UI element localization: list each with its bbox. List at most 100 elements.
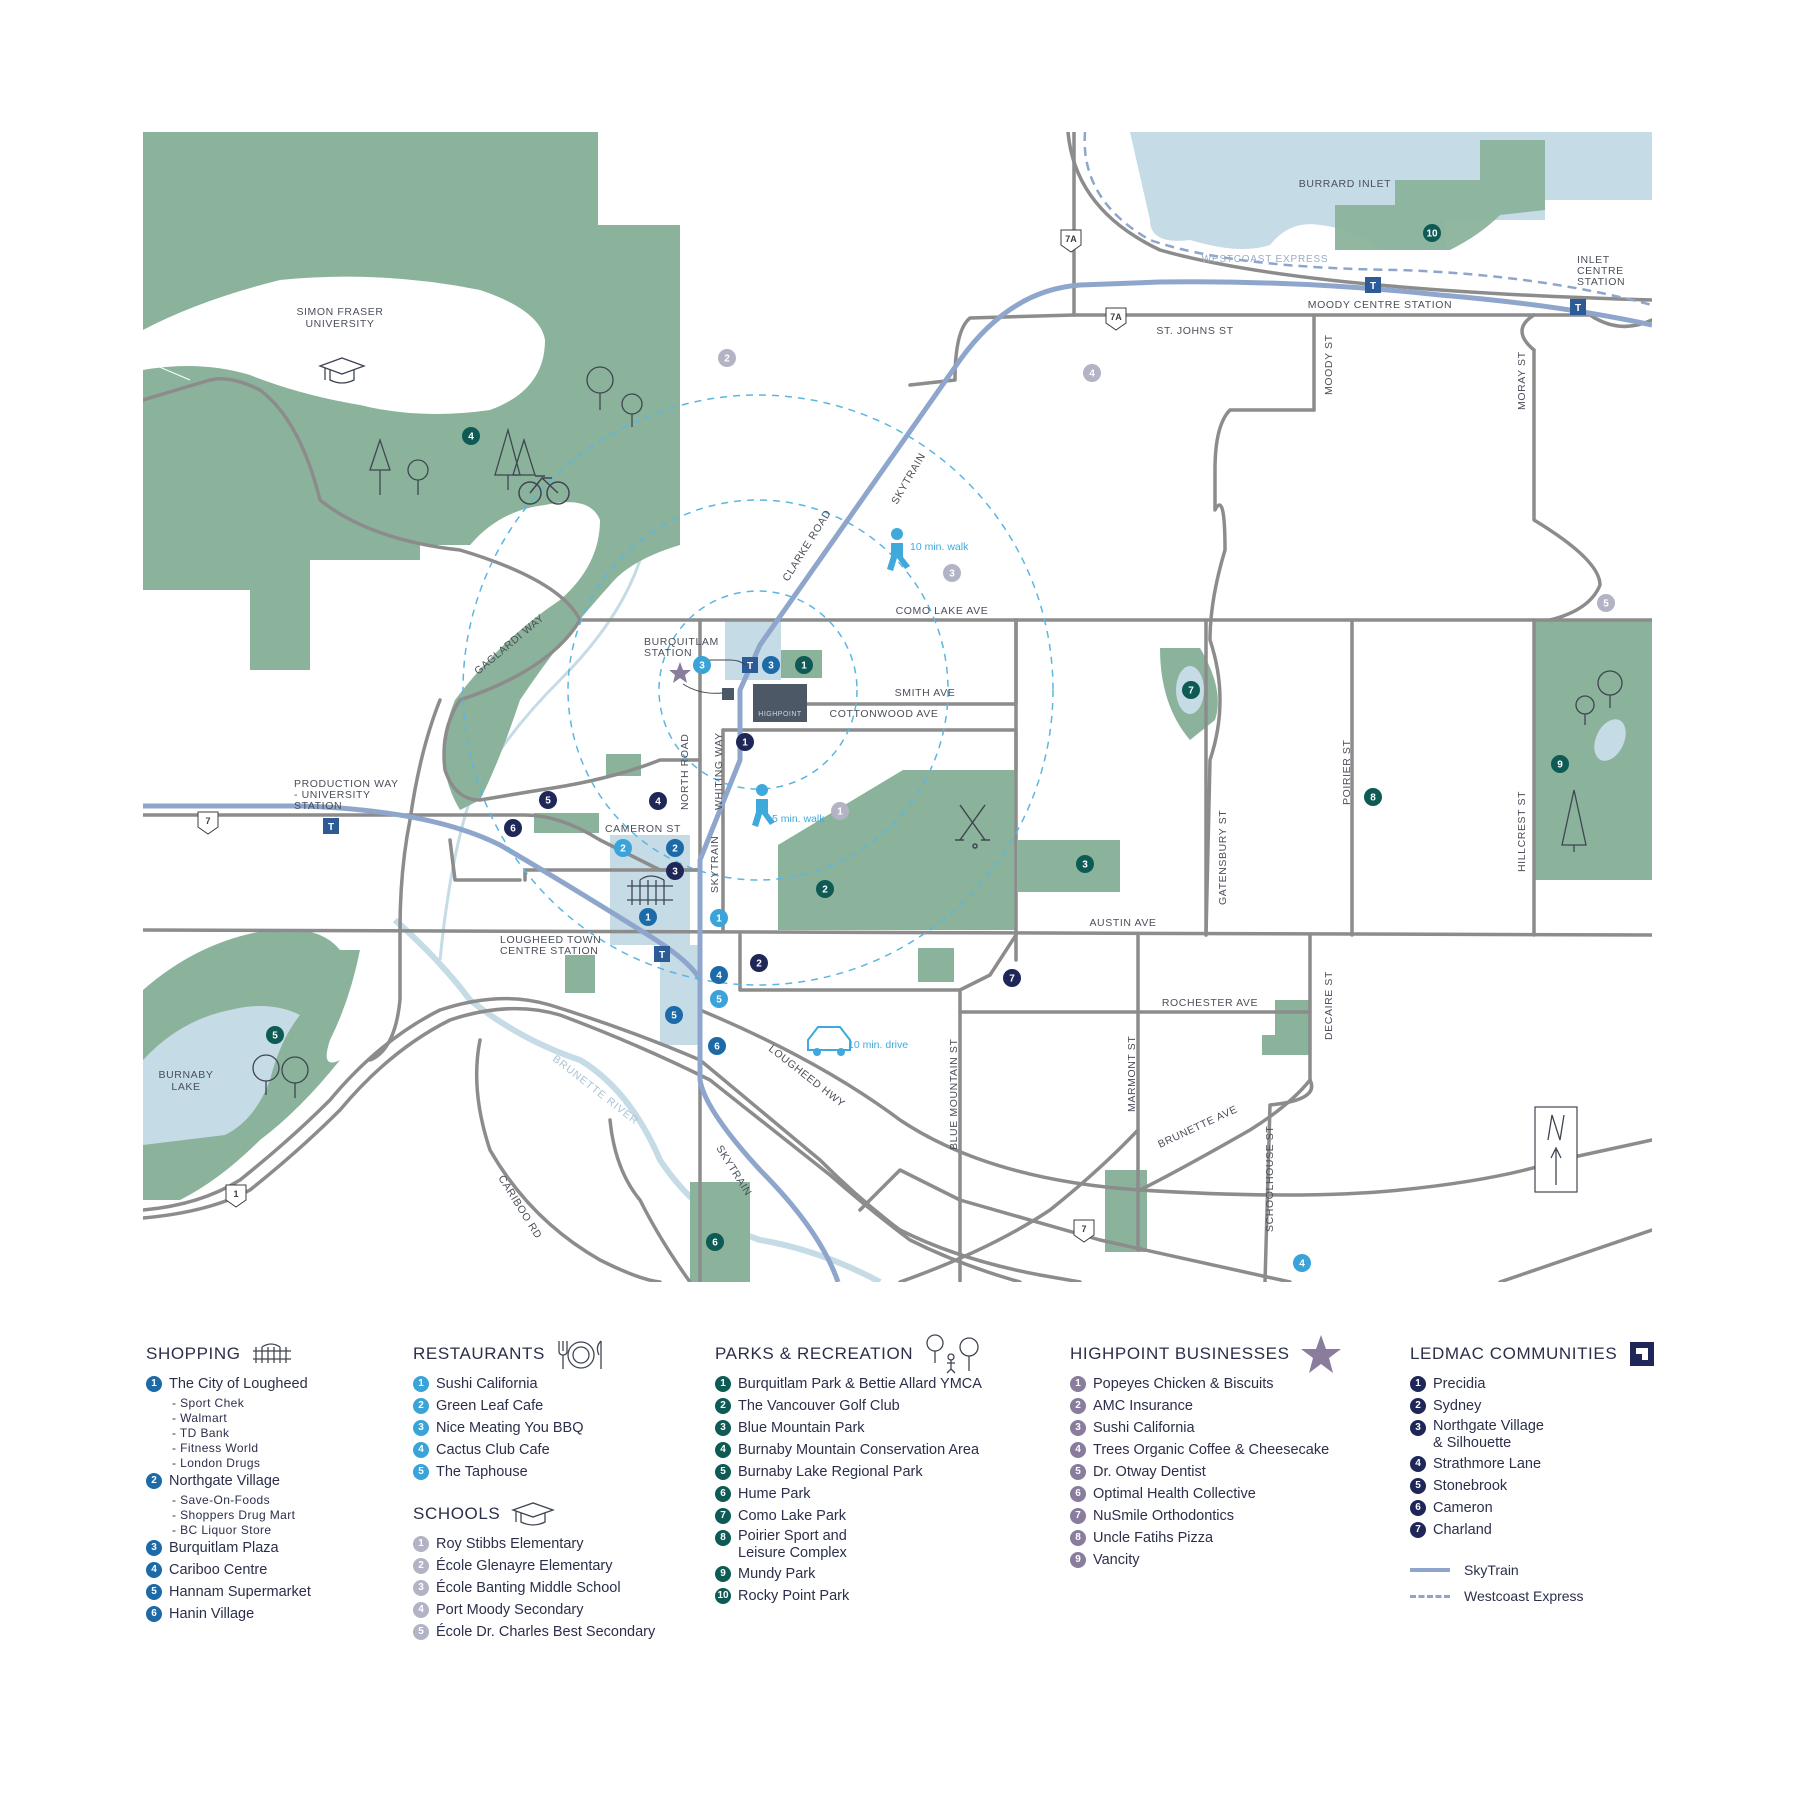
parks-number-badge: 5 [715,1464,731,1480]
businesses-number-badge: 9 [1070,1552,1086,1568]
shopping-item-text: The City of Lougheed [169,1374,308,1394]
restaurants-map-marker-number: 3 [699,661,705,672]
parks-number-badge: 8 [715,1530,731,1546]
schools-map-marker-number: 1 [837,807,843,818]
shopping-item-label: The City of Lougheed [169,1376,308,1392]
businesses-number-badge: 4 [1070,1442,1086,1458]
restaurants-map-marker-number: 1 [716,914,722,925]
shopping-number-badge: 2 [146,1473,162,1489]
burquitlam-station-label-1: BURQUITLAM [644,636,719,648]
street-cariboo: CARIBOO RD [495,1173,544,1241]
ledmac-item-text: Northgate Village& Silhouette [1433,1418,1544,1452]
schools-title-text: SCHOOLS [413,1504,501,1523]
parks-map-marker-number: 8 [1370,793,1376,804]
schools-map-marker-number: 2 [724,354,730,365]
restaurants-item-label: Green Leaf Cafe [436,1398,544,1414]
parks-item: 10 Rocky Point Park [715,1586,985,1606]
schools-item-text: Roy Stibbs Elementary [436,1534,583,1554]
schools-item-text: École Dr. Charles Best Secondary [436,1622,655,1642]
westcoast-key: Westcoast Express [1410,1588,1657,1604]
restaurants-map-marker: 3 [693,656,711,674]
inlet-centre-label-2: CENTRE [1577,265,1624,277]
parks-map-marker: 10 [1423,224,1441,242]
parks-map-marker-circle [462,427,480,445]
ledmac-map-marker-circle [649,792,667,810]
walk-label-10min: 10 min. walk [910,541,969,553]
parks-map-marker-circle [1076,855,1094,873]
schools-map-marker-circle [1597,594,1615,612]
shopping-map-marker-number: 4 [716,971,722,982]
businesses-item-text: AMC Insurance [1093,1396,1193,1416]
parks-map-marker-number: 5 [272,1031,278,1042]
ledmac-item-text: Sydney [1433,1396,1481,1416]
parks-number-badge: 7 [715,1508,731,1524]
shopping-map-marker-number: 5 [671,1011,677,1022]
shopping-title-text: SHOPPING [146,1344,241,1363]
legend-schools-title: SCHOOLS [413,1500,655,1528]
businesses-number-badge: 6 [1070,1486,1086,1502]
plate-cutlery-icon [558,1340,602,1369]
parks-map-marker-circle [1423,224,1441,242]
street-blue-mountain: BLUE MOUNTAIN ST [948,1039,960,1151]
parks-map-marker: 5 [266,1026,284,1044]
parks-item-label: The Vancouver Golf Club [738,1398,900,1414]
businesses-item-label: Sushi California [1093,1420,1195,1436]
parks-number-badge: 10 [715,1588,731,1604]
schools-map-marker-circle [718,349,736,367]
parks-item-text: Rocky Point Park [738,1586,849,1606]
ledmac-number-badge: 4 [1410,1456,1426,1472]
ledmac-map-marker-number: 2 [756,959,762,970]
graduation-cap-icon [511,1502,556,1526]
shopping-map-marker: 1 [639,908,657,926]
shopping-sub-item: - Shoppers Drug Mart [172,1508,296,1522]
small-park-e [1105,1170,1147,1252]
restaurants-map-marker: 1 [710,909,728,927]
ledmac-number-badge: 6 [1410,1500,1426,1516]
shopping-map-marker-number: 6 [714,1042,720,1053]
ledmac-map-marker-number: 3 [672,867,678,878]
ledmac-map-marker: 7 [1003,969,1021,987]
mundy-park [1533,620,1652,880]
ledmac-map-marker-circle [1003,969,1021,987]
ledmac-title-text: LEDMAC COMMUNITIES [1410,1344,1618,1363]
parks-item-label: Mundy Park [738,1566,816,1582]
shopping-item-text: Hannam Supermarket [169,1582,311,1602]
lougheed-station-label-1: LOUGHEED TOWN [500,934,601,946]
parks-item-text: Burquitlam Park & Bettie Allard YMCA [738,1374,982,1394]
schools-item-label: École Banting Middle School [436,1580,621,1596]
parks-map-marker: 6 [706,1233,724,1251]
graduation-cap-map-icon [318,357,366,384]
svg-text:7: 7 [205,816,210,826]
restaurants-item-text: Sushi California [436,1374,538,1394]
street-north-road: NORTH ROAD [679,734,691,810]
schools-map-marker: 2 [718,349,736,367]
shopping-map-marker-circle [666,839,684,857]
schools-item-label: Roy Stibbs Elementary [436,1536,584,1552]
moody-centre-station-label: MOODY CENTRE STATION [1308,299,1452,311]
brunette-river-label: BRUNETTE RIVER [550,1053,641,1127]
parks-map-marker-circle [266,1026,284,1044]
businesses-item-label: AMC Insurance [1093,1398,1193,1414]
ledmac-number-badge: 3 [1410,1420,1426,1436]
schools-item-label: École Glenayre Elementary [436,1558,613,1574]
ledmac-number-badge: 1 [1410,1376,1426,1392]
parks-map-marker-circle [1182,681,1200,699]
ledmac-number-badge: 5 [1410,1478,1426,1494]
schools-map-marker-number: 4 [1089,369,1095,380]
parks-map-marker-circle [706,1233,724,1251]
businesses-item-text: Optimal Health Collective [1093,1484,1256,1504]
line-key: SkyTrain Westcoast Express [1410,1562,1657,1604]
ledmac-map-marker: 5 [539,791,557,809]
blue-mountain-park [1018,840,1120,892]
svg-text:1: 1 [233,1189,238,1199]
burrard-inlet-label: BURRARD INLET [1299,178,1391,190]
